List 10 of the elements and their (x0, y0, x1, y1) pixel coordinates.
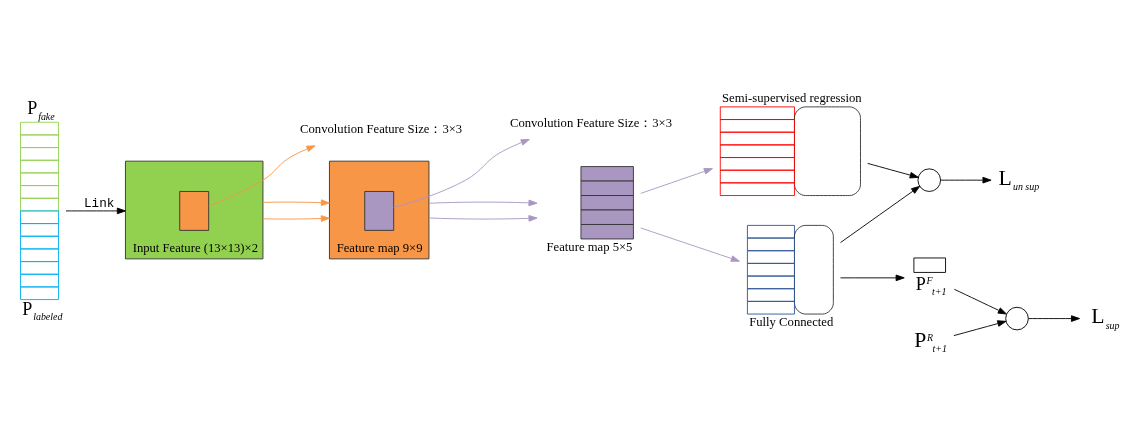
node-label: Feature map 5×5 (546, 239, 633, 254)
node-label: P$_{labeled}$ (22, 298, 63, 323)
node-text: L$_{un sup}$ (998, 165, 1040, 193)
node-label: Semi-supervised regression (722, 90, 862, 105)
node-text: L$_{sup}$ (1091, 304, 1120, 331)
node-text: Convolution Feature Size：3×3 (509, 115, 673, 130)
node-label: P$_{fake}$ (27, 98, 55, 122)
node-text: Convolution Feature Size：3×3 (300, 121, 463, 136)
node-label: Fully Connected (749, 314, 834, 329)
edge-label: Link (84, 196, 115, 212)
